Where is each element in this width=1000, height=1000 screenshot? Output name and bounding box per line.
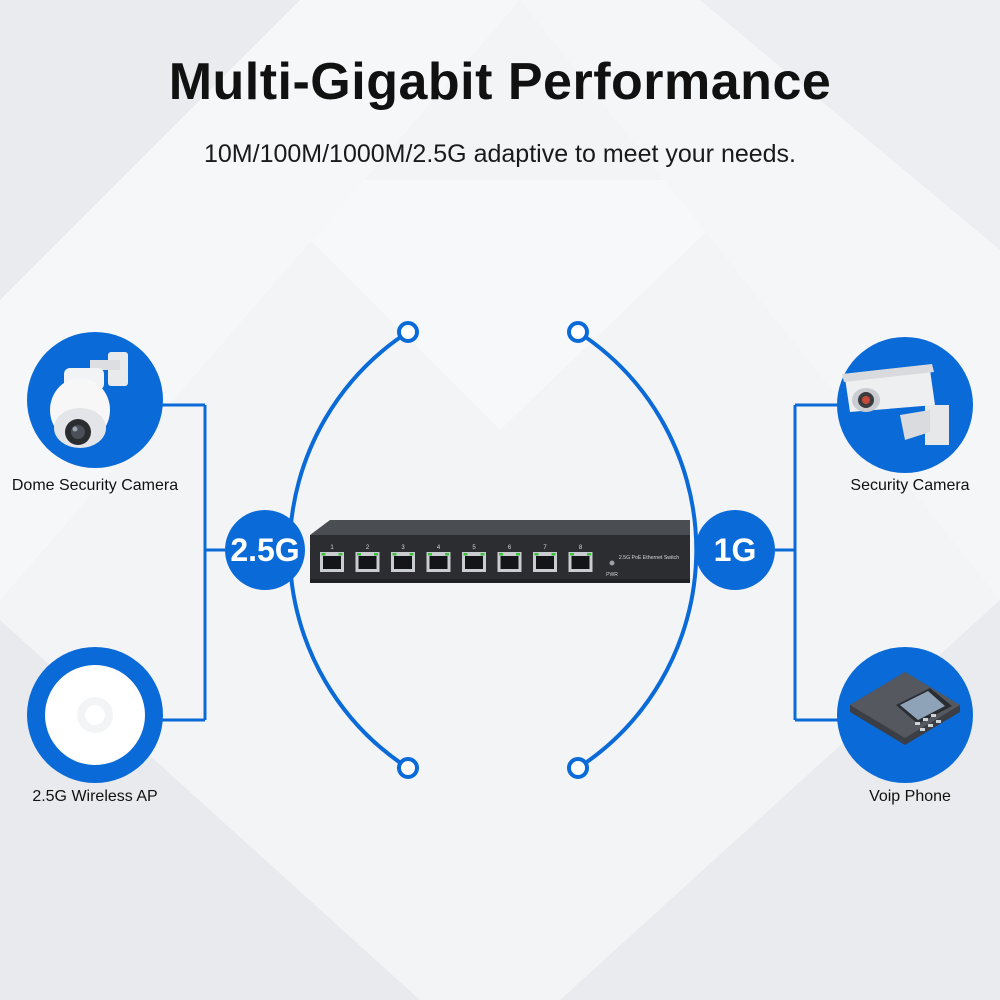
speed-label-left: 2.5G (230, 532, 300, 568)
speed-circle-right (695, 510, 775, 590)
switch-port-1: 1 (320, 545, 344, 572)
switch-ports: 1 2 3 4 5 6 7 8 (320, 545, 593, 572)
label-dome-camera: Dome Security Camera (11, 477, 179, 494)
wireless-ap-icon (27, 647, 163, 783)
switch-port-number: 4 (437, 545, 441, 551)
speed-label-right: 1G (713, 532, 757, 568)
switch-model-label: 2.5G PoE Ethernet Switch (619, 555, 679, 561)
page-subtitle: 10M/100M/1000M/2.5G adaptive to meet you… (203, 140, 797, 168)
switch-port-5: 5 (462, 545, 486, 572)
right-connector (775, 403, 840, 722)
label-security-camera: Security Camera (850, 477, 970, 494)
arc-end-rings (397, 321, 589, 779)
label-wireless-ap: 2.5G Wireless AP (32, 788, 158, 805)
label-voip-phone: Voip Phone (869, 788, 951, 805)
switch-port-number: 7 (543, 545, 547, 551)
conference-phone-icon (837, 647, 973, 783)
switch-port-4: 4 (426, 545, 451, 572)
bullet-camera-icon (837, 337, 973, 473)
switch-port-6: 6 (497, 545, 522, 572)
switch-port-2: 2 (355, 545, 380, 572)
switch-port-3: 3 (391, 545, 415, 572)
page-title: Multi-Gigabit Performance (168, 53, 832, 111)
switch-port-number: 6 (508, 545, 512, 551)
switch-port-number: 1 (330, 545, 334, 551)
switch-port-8: 8 (568, 545, 593, 572)
power-led (609, 560, 615, 566)
switch-port-number: 3 (401, 545, 405, 551)
switch-port-7: 7 (533, 545, 557, 572)
switch-port-number: 8 (579, 545, 583, 551)
left-connector (160, 403, 225, 722)
switch-port-number: 5 (472, 545, 476, 551)
dome-camera-icon (27, 332, 163, 468)
switch-port-number: 2 (366, 545, 370, 551)
power-label: PWR (606, 572, 618, 578)
ethernet-switch: 1 2 3 4 5 6 7 8 PWR 2.5G PoE Ethernet Switch (310, 520, 690, 583)
speed-circle-left (225, 510, 305, 590)
